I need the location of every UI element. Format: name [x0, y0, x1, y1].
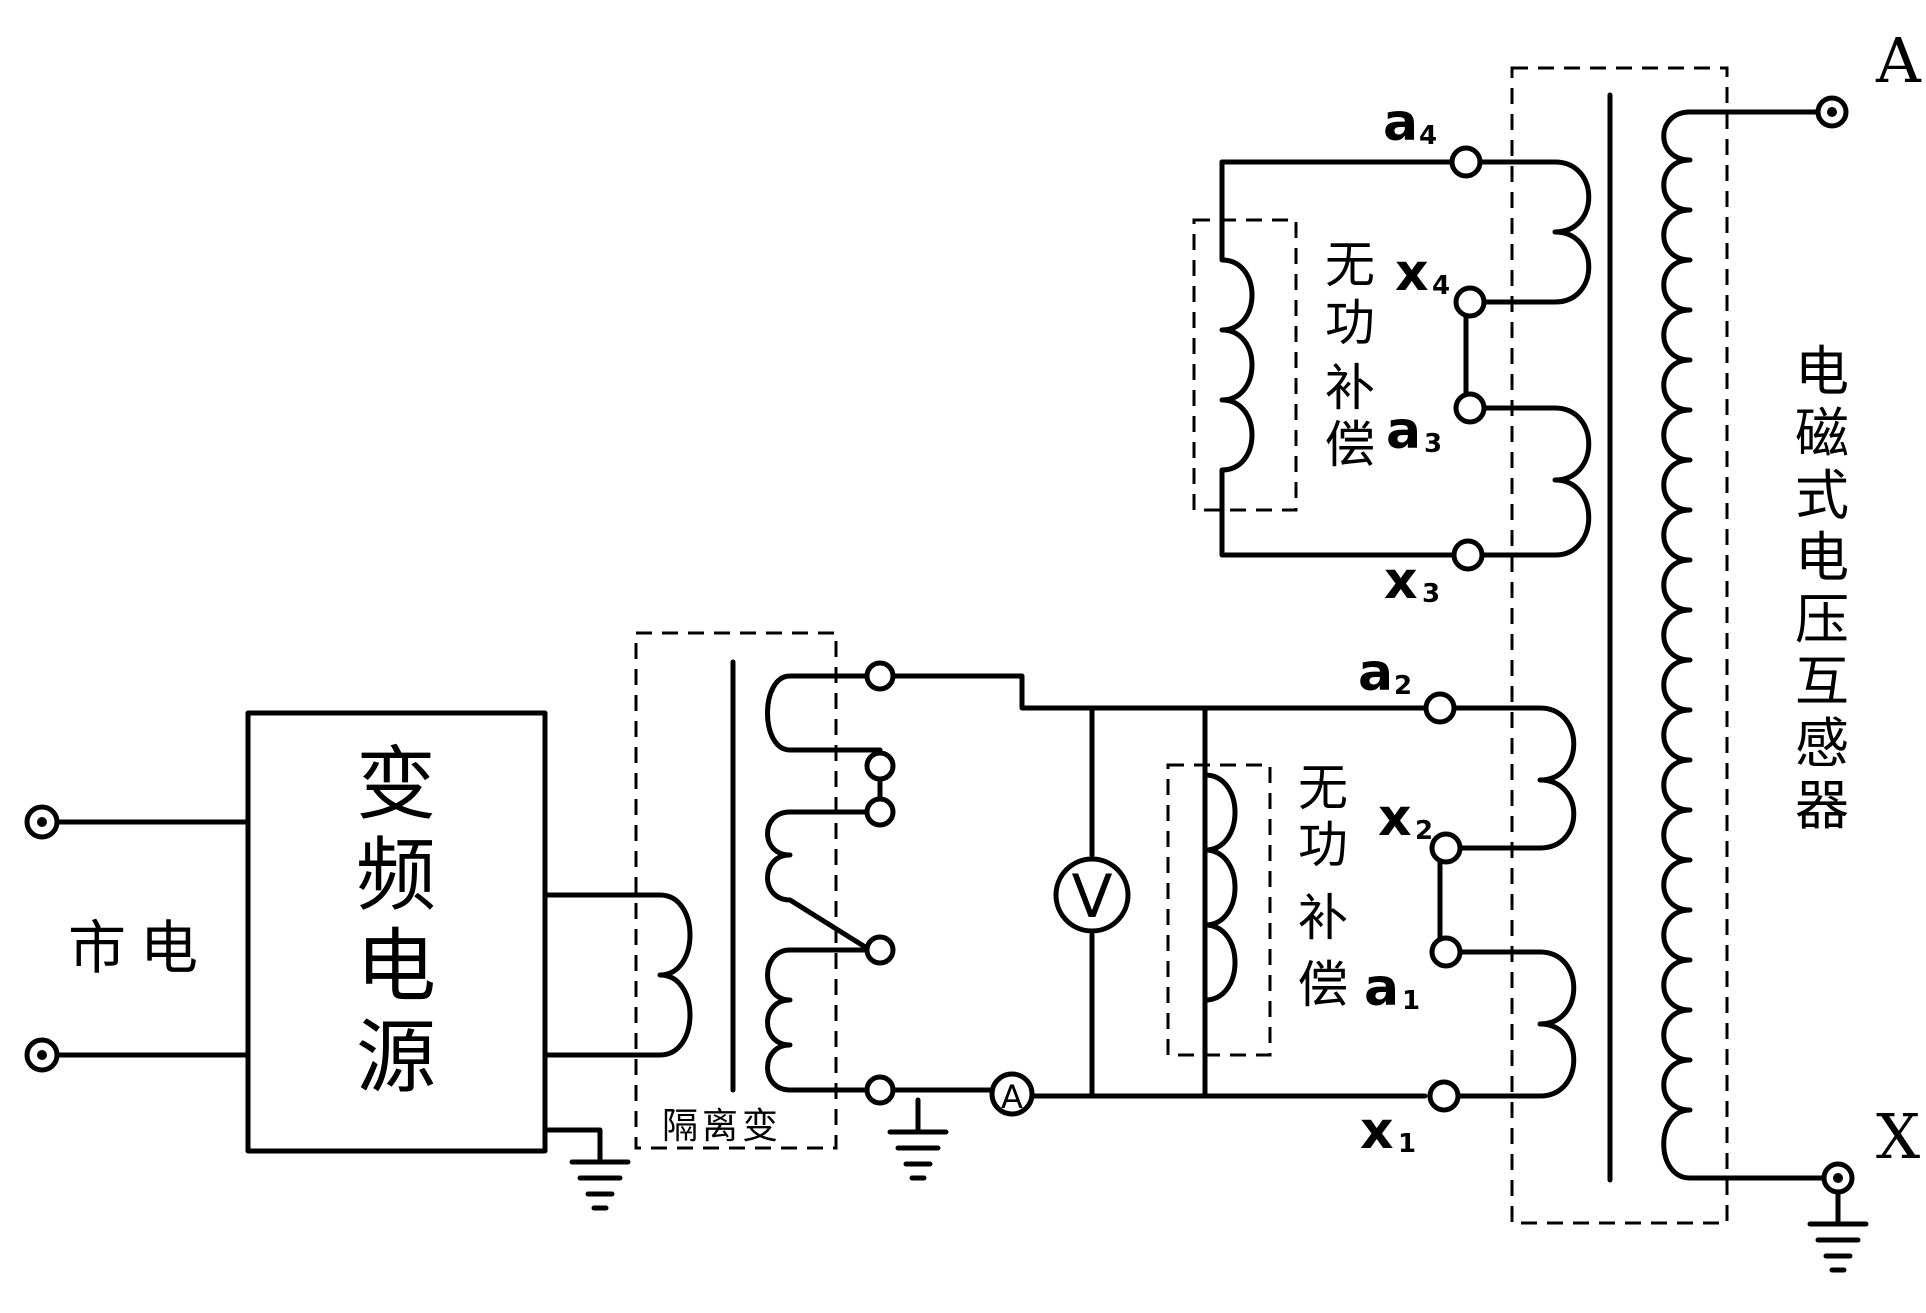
pt-char-7: 感	[1795, 712, 1849, 775]
label-a1-sub: 1	[1402, 986, 1420, 1016]
label-x3-sub: 3	[1422, 579, 1440, 609]
pt-char-5: 压	[1795, 588, 1849, 651]
comp-upper-char-2: 功	[1325, 294, 1375, 352]
pt-char-1: 电	[1795, 340, 1849, 403]
label-a3: a	[1386, 401, 1421, 461]
pt-char-6: 互	[1795, 650, 1849, 713]
label-x4: x	[1395, 243, 1429, 303]
label-a3-sub: 3	[1424, 429, 1442, 459]
pt-char-8: 器	[1795, 774, 1849, 837]
iso-terminal-4	[867, 937, 893, 963]
comp-lower-char-4: 偿	[1298, 956, 1348, 1014]
pt-char-3: 式	[1795, 464, 1849, 527]
pt-char-2: 磁	[1795, 402, 1849, 465]
label-a4-sub: 4	[1419, 121, 1437, 151]
label-x4-sub: 4	[1432, 271, 1450, 301]
terminal-x2	[1432, 834, 1460, 862]
mains-input: 市电	[27, 807, 248, 1070]
label-x1: x	[1360, 1101, 1394, 1161]
isolation-transformer: 隔离变	[636, 633, 893, 1148]
comp-lower-char-2: 功	[1298, 816, 1348, 874]
iso-terminal-2	[867, 753, 893, 779]
terminal-a3	[1456, 394, 1484, 422]
mains-label: 市电	[68, 914, 212, 982]
pt-char-4: 电	[1795, 526, 1849, 589]
iso-terminal-1	[867, 663, 893, 689]
terminal-x4	[1456, 288, 1484, 316]
comp-upper-char-4: 偿	[1325, 416, 1375, 474]
vf-source-char-2: 频	[356, 829, 436, 922]
isolation-transformer-label: 隔离变	[662, 1106, 782, 1147]
label-a2-sub: 2	[1394, 671, 1412, 701]
label-a2: a	[1358, 643, 1393, 703]
label-x2: x	[1378, 788, 1412, 848]
comp-upper-char-1: 无	[1325, 236, 1375, 294]
terminal-a4	[1452, 148, 1480, 176]
voltmeter: V	[1056, 859, 1128, 932]
ground-symbol-isolation	[890, 1100, 946, 1178]
label-x2-sub: 2	[1415, 816, 1433, 846]
terminal-x1	[1430, 1082, 1458, 1110]
ammeter: A	[992, 1074, 1032, 1116]
label-A: A	[1875, 24, 1922, 97]
voltage-transformer: 电 磁 式 电 压 互 感 器 A X	[1512, 24, 1922, 1223]
comp-upper-char-3: 补	[1325, 359, 1375, 417]
vf-source-char-4: 源	[356, 1011, 436, 1104]
iso-terminal-5	[867, 1077, 893, 1103]
ground-symbol-pt	[1810, 1192, 1866, 1270]
terminal-a1	[1432, 938, 1460, 966]
compensation-upper: 无 功 补 偿 a 4 x 4 a 3 x 3	[1194, 93, 1589, 611]
ground-symbol-source	[572, 1162, 628, 1208]
vf-power-source: 变 频 电 源	[248, 713, 640, 1160]
terminal-x3	[1454, 541, 1482, 569]
vf-source-char-1: 变	[356, 738, 436, 831]
comp-lower-char-1: 无	[1298, 759, 1348, 817]
measurement-wiring	[893, 676, 1425, 1096]
terminal-a2	[1426, 694, 1454, 722]
label-X: X	[1876, 1100, 1920, 1173]
label-a4: a	[1383, 93, 1418, 153]
label-x1-sub: 1	[1398, 1129, 1416, 1159]
iso-terminal-3	[867, 799, 893, 825]
label-x3: x	[1384, 551, 1418, 611]
voltmeter-label: V	[1071, 862, 1112, 932]
vf-source-char-3: 电	[356, 920, 436, 1013]
comp-lower-char-3: 补	[1298, 889, 1348, 947]
label-a1: a	[1364, 958, 1399, 1018]
ammeter-label: A	[1001, 1078, 1023, 1116]
